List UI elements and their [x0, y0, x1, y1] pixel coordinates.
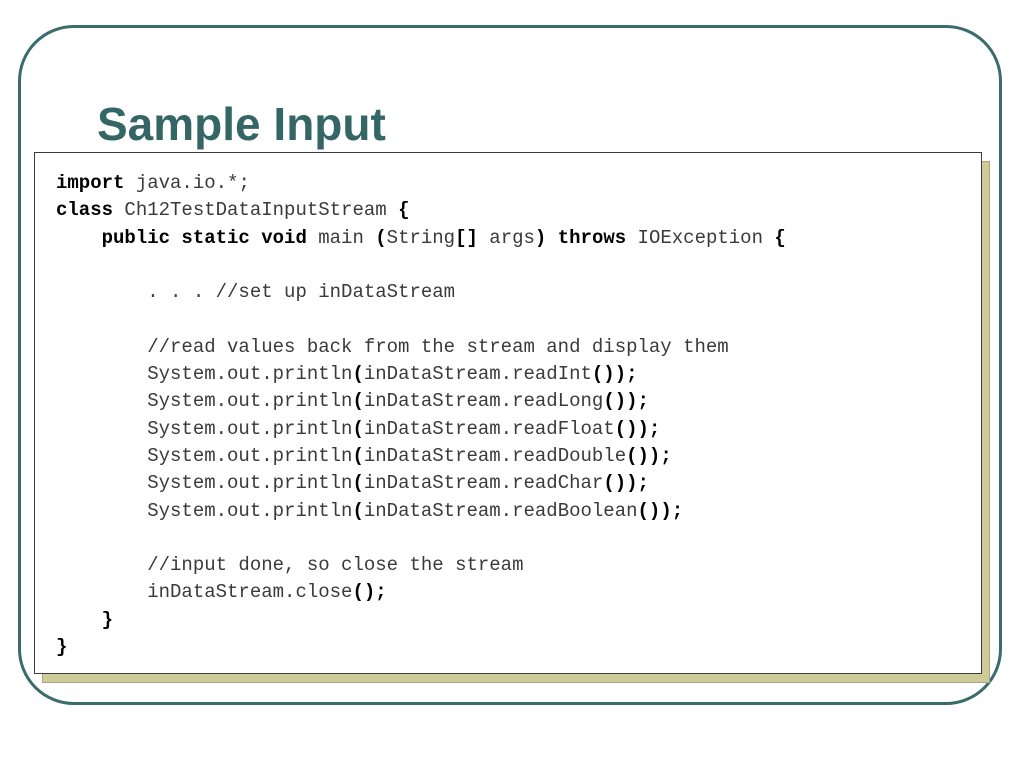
code-text: . . . //set up inDataStream [56, 281, 456, 304]
code-text: System.out.println [56, 390, 353, 413]
code-keyword: ()); [626, 444, 672, 467]
code-text: inDataStream.readInt [363, 363, 592, 386]
code-box: import java.io.*;class Ch12TestDataInput… [34, 152, 982, 674]
code-text: System.out.println [56, 472, 353, 495]
code-line: System.out.println(inDataStream.readFloa… [56, 416, 981, 443]
code-text [56, 609, 102, 631]
code-text: //read values back from the stream and d… [56, 335, 729, 358]
code-line: //read values back from the stream and d… [56, 334, 981, 361]
code-line: System.out.println(inDataStream.readLong… [56, 388, 981, 415]
code-keyword: ( [352, 472, 364, 495]
slide-title: Sample Input [97, 98, 386, 150]
code-keyword: import [56, 172, 125, 194]
code-text: inDataStream.readBoolean [363, 499, 638, 522]
code-keyword: { [774, 226, 786, 249]
code-text: System.out.println [56, 363, 353, 386]
code-keyword: ( [352, 417, 364, 440]
code-keyword: ()); [603, 472, 649, 495]
code-line: //input done, so close the stream [56, 552, 981, 579]
code-keyword: ( [352, 444, 364, 467]
code-text: main [306, 226, 376, 249]
code-keyword: } [56, 636, 68, 659]
code-keyword: ( [352, 390, 364, 413]
code-line [56, 525, 981, 552]
code-text: //input done, so close the stream [56, 554, 524, 577]
code-keyword: ( [352, 363, 364, 386]
code-keyword: ( [352, 499, 364, 522]
code-text: inDataStream.readFloat [363, 417, 615, 440]
code-line: inDataStream.close(); [56, 579, 981, 606]
code-line [56, 306, 981, 333]
code-keyword: ()); [591, 363, 638, 386]
code-line: import java.io.*; [56, 170, 981, 197]
code-keyword: } [101, 608, 114, 631]
code-text: inDataStream.readChar [363, 472, 604, 495]
code-text: args [477, 226, 535, 249]
code-line: class Ch12TestDataInputStream { [56, 197, 981, 224]
code-line [56, 252, 981, 279]
code-text [546, 227, 557, 249]
code-line: System.out.println(inDataStream.readDoub… [56, 443, 981, 470]
code-keyword: { [398, 199, 410, 222]
code-line: } [56, 634, 981, 661]
code-text: IOException [626, 226, 775, 249]
code-text: inDataStream.readLong [363, 390, 604, 413]
code-text: Ch12TestDataInputStream [113, 199, 399, 222]
code-keyword: ( [375, 226, 387, 249]
code-line: System.out.println(inDataStream.readChar… [56, 470, 981, 497]
code-keyword: public static void [101, 226, 307, 249]
code-keyword: (); [352, 581, 387, 604]
code-text: String [386, 226, 456, 249]
code-keyword: throws [557, 226, 627, 249]
code-text: inDataStream.close [56, 581, 353, 604]
code-line: } [56, 607, 981, 634]
code-text: inDataStream.readDouble [363, 444, 627, 467]
code-keyword: class [56, 199, 114, 222]
code-keyword: [] [455, 226, 478, 249]
code-keyword: ()); [637, 499, 684, 522]
code-text: System.out.println [56, 444, 353, 467]
code-keyword: ()); [603, 390, 649, 413]
code-keyword: ) [534, 226, 547, 249]
code-text: System.out.println [56, 417, 353, 440]
code-keyword: ()); [614, 417, 661, 440]
code-line: public static void main (String[] args) … [56, 225, 981, 252]
code-line: System.out.println(inDataStream.readBool… [56, 498, 981, 525]
code-text: System.out.println [56, 499, 353, 522]
code-line: . . . //set up inDataStream [56, 279, 981, 306]
code-text [56, 227, 102, 249]
code-line: System.out.println(inDataStream.readInt(… [56, 361, 981, 388]
code-text: java.io.*; [124, 172, 250, 194]
